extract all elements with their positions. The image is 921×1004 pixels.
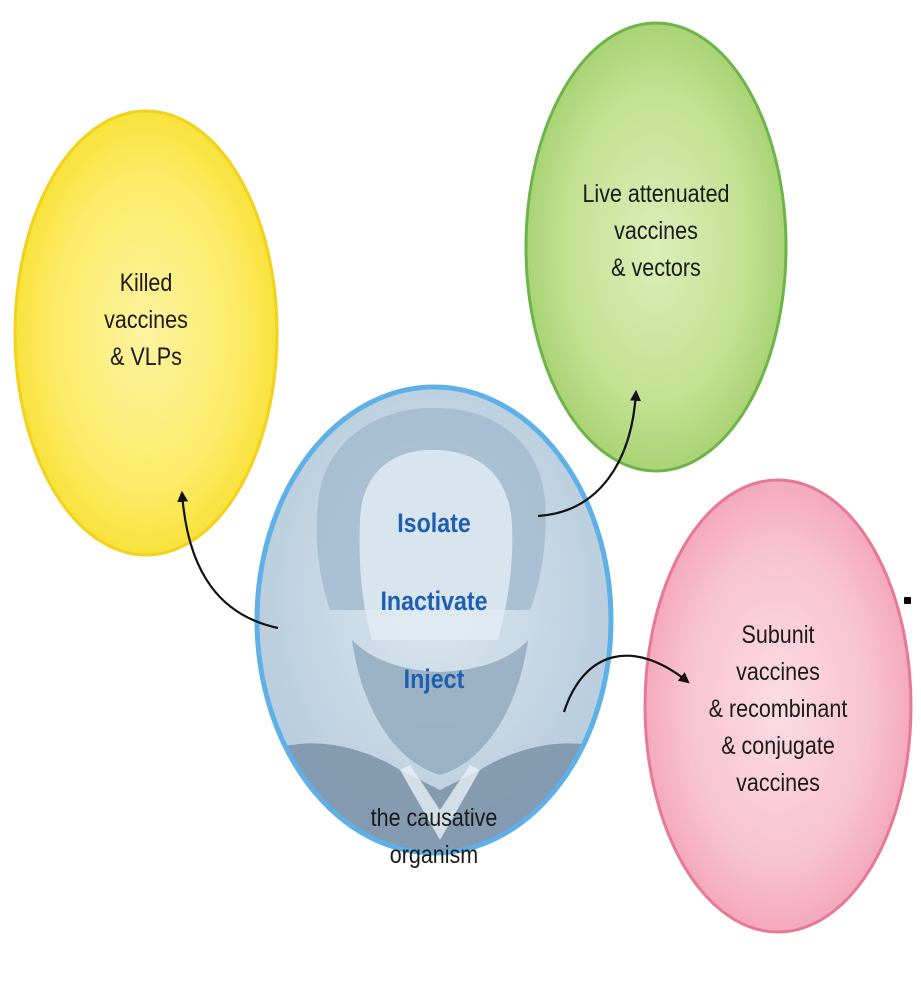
caption-line: organism	[389, 841, 479, 869]
live-attenuated-node	[524, 21, 788, 473]
subunit-vaccines-node	[643, 478, 913, 934]
label-line: & recombinant	[708, 695, 848, 723]
label-line: Subunit	[741, 621, 815, 649]
subunit-vaccines-label: Subunit vaccines & recombinant & conjuga…	[692, 617, 864, 802]
label-line: Live attenuated	[582, 180, 730, 208]
arrow-to-subunit	[562, 654, 690, 713]
label-line: & VLPs	[110, 343, 182, 371]
step-inject: Inject	[403, 664, 465, 694]
label-line: vaccines	[736, 769, 820, 797]
portrait-photo	[257, 407, 611, 853]
label-line: Killed	[119, 269, 173, 297]
arrow-to-killed	[177, 490, 279, 630]
label-line: vaccines	[736, 658, 820, 686]
caption-line: the causative	[370, 804, 498, 832]
center-node	[254, 384, 614, 856]
label-line: vaccines	[104, 306, 188, 334]
killed-vaccines-label: Killed vaccines & VLPs	[69, 265, 224, 376]
label-line: & vectors	[611, 254, 701, 282]
step-isolate: Isolate	[397, 508, 471, 538]
step-inactivate: Inactivate	[380, 586, 488, 616]
live-attenuated-label: Live attenuated vaccines & vectors	[570, 176, 742, 287]
center-caption: the causative organism	[348, 800, 520, 874]
label-line: & conjugate	[721, 732, 835, 760]
label-line: vaccines	[614, 217, 698, 245]
killed-vaccines-node	[13, 109, 279, 557]
arrow-to-live	[537, 389, 641, 518]
edge-mark	[904, 597, 911, 604]
